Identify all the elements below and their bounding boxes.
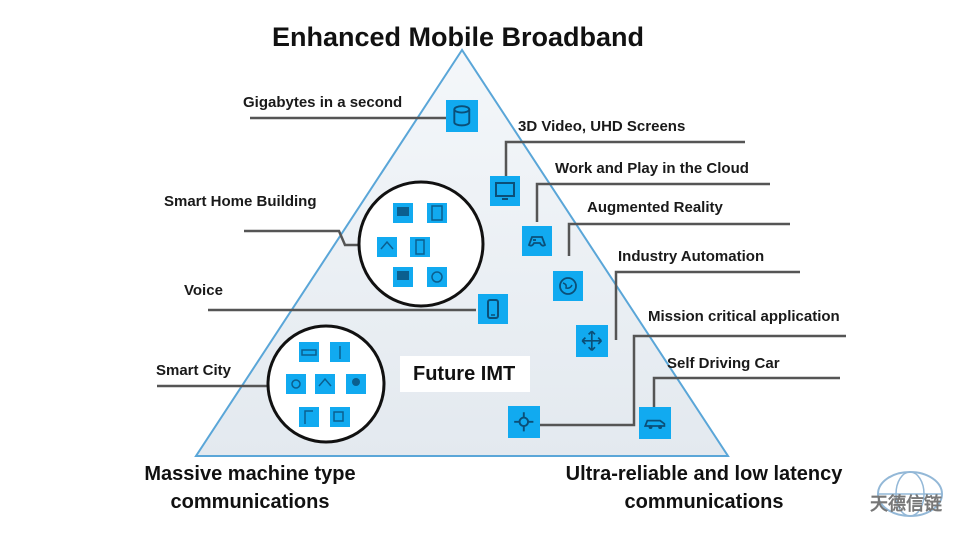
smart-city-icons [286,342,366,427]
leader-ar [567,222,790,256]
car-icon [639,407,671,439]
diagram-title: Enhanced Mobile Broadband [272,22,645,52]
camera-icon [330,407,350,427]
label-industry: Industry Automation [618,248,765,265]
label-self-driving: Self Driving Car [667,355,780,372]
leader-smart-home [244,229,358,247]
leader-self-driving [652,376,840,407]
watermark-logo [877,471,943,517]
label-smart-city: Smart City [156,362,232,379]
label-smart-home: Smart Home Building [164,193,317,210]
car-small-icon [299,342,319,362]
label-mission: Mission critical application [648,308,840,325]
corner-left-line2: communications [170,491,330,513]
arrows-icon [576,325,608,357]
label-cloud: Work and Play in the Cloud [555,160,749,177]
label-video: 3D Video, UHD Screens [518,118,686,135]
leader-lines [157,116,846,427]
phone-icon [478,294,508,324]
crosshair-icon [508,406,540,438]
corner-left-line1: Massive machine type [144,463,356,485]
leader-industry [614,270,800,340]
leader-video [504,140,745,176]
monitor-icon [490,176,520,206]
leader-cloud [535,182,770,222]
home-small-icon [315,374,335,394]
leader-mission [540,334,846,427]
corner-left: Massive machine type communications [130,460,370,516]
smart-home-icons [377,203,447,287]
center-label: Future IMT [413,363,516,385]
house-icon [377,237,397,257]
label-voice: Voice [184,282,223,299]
corner-right-line2: communications [624,491,784,513]
gamepad-icon [522,226,552,256]
streetlight-icon [299,407,319,427]
corner-right: Ultra-reliable and low latency communica… [546,460,862,516]
watermark-text: 天德信链 [870,494,942,514]
center-label-box [400,356,530,392]
globe-icon [553,271,583,301]
label-ar: Augmented Reality [587,199,723,216]
building-icon [410,237,430,257]
label-gigabytes: Gigabytes in a second [243,94,403,111]
database-icon [446,100,478,132]
signal-icon [286,374,306,394]
washer-icon [427,267,447,287]
corner-right-line1: Ultra-reliable and low latency [565,463,843,485]
